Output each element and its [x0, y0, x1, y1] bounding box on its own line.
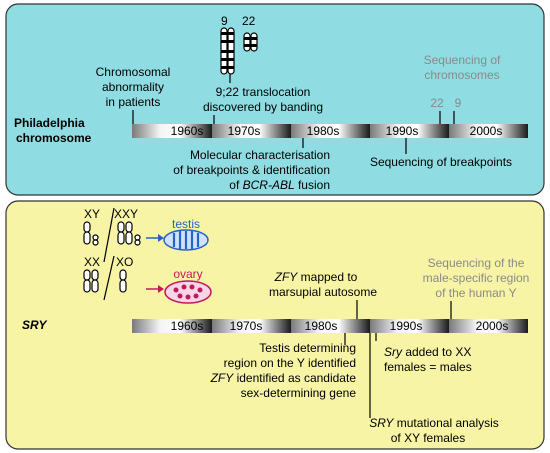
- event-sry-added-2: females = males: [384, 360, 472, 374]
- karyotype-xx: XX: [84, 255, 100, 269]
- xy-chromosomes-icon: [83, 221, 99, 246]
- chromosome-22-icon: [243, 32, 258, 52]
- seq-marker-9: 9: [455, 96, 462, 110]
- arrow-to-testis-icon: [146, 234, 164, 242]
- philadelphia-panel: Philadelphia chromosome 9 22: [5, 3, 545, 196]
- sry-mut-rest: mutational analysis: [393, 416, 498, 430]
- chromosome-9-icon: [220, 27, 235, 75]
- event-sequencing-chromosomes-1: Sequencing of: [424, 53, 501, 67]
- divider-slash: [103, 207, 115, 263]
- event-seq-male-region-1: Sequencing of the: [428, 256, 525, 270]
- sry-added-rest: added to XX: [402, 345, 471, 359]
- event-molecular-char-3: of BCR-ABL fusion: [229, 178, 330, 192]
- decade-label: 1960s: [171, 319, 204, 333]
- event-translocation-1: 9;22 translocation: [216, 85, 311, 99]
- divider-slash: [103, 255, 115, 301]
- decade-label: 1970s: [228, 124, 261, 138]
- ovary-label: ovary: [173, 267, 202, 281]
- decade-label: 2000s: [476, 319, 509, 333]
- event-testis-region-2: region on the Y identified: [224, 356, 356, 370]
- xx-chromosomes-icon: [83, 269, 99, 293]
- karyotype-xo: XO: [116, 255, 133, 269]
- event-seq-breakpoints: Sequencing of breakpoints: [370, 155, 512, 169]
- event-seq-male-region-3: of the human Y: [435, 286, 516, 300]
- sry-added-gene: Sry: [384, 345, 403, 359]
- decade-label: 1980s: [305, 319, 338, 333]
- decade-label: 1960s: [171, 124, 204, 138]
- decade-label: 2000s: [470, 124, 503, 138]
- event-chromosomal-abnormality-3: in patients: [106, 95, 161, 109]
- philadelphia-panel-bg: [5, 3, 545, 196]
- arrow-to-ovary-icon: [146, 285, 164, 293]
- decade-label: 1990s: [386, 124, 419, 138]
- event-translocation-2: discovered by banding: [203, 100, 323, 114]
- decade-label: 1990s: [390, 319, 423, 333]
- sry-mut-gene: SRY: [369, 416, 394, 430]
- sry-side-label: SRY: [22, 318, 47, 332]
- zfy-mapped-rest: mapped to: [297, 270, 357, 284]
- event-chromosomal-abnormality-2: abnormality: [102, 80, 164, 94]
- event-molecular-char-2: of breakpoints & identification: [173, 163, 330, 177]
- timeline-bar-philadelphia: 1960s 1970s 1980s 1990s 2000s: [132, 124, 528, 138]
- event-testis-region-1: Testis determining: [259, 341, 356, 355]
- event-seq-male-region-2: male-specific region: [423, 271, 530, 285]
- bcr-abl-fusion-word: fusion: [295, 178, 330, 192]
- zfy-candidate-rest: identified as candidate: [233, 371, 356, 385]
- ovary-icon: [164, 280, 212, 304]
- karyotype-xy: XY: [84, 207, 100, 221]
- event-sequencing-chromosomes-2: chromosomes: [424, 68, 499, 82]
- zfy-gene: ZFY: [274, 270, 299, 284]
- zfy-candidate-gene: ZFY: [210, 371, 235, 385]
- timeline-bar-sry: 1960s 1970s 1980s 1990s 2000s: [132, 319, 528, 333]
- karyotype-xxy: XXY: [114, 207, 138, 221]
- event-molecular-char-of: of: [229, 178, 240, 192]
- event-sry-mutational-1: SRY mutational analysis: [369, 416, 499, 430]
- testis-icon: [163, 229, 209, 251]
- decade-label: 1980s: [307, 124, 340, 138]
- chromosome-number-9: 9: [221, 14, 228, 28]
- xxy-chromosomes-icon: [117, 221, 141, 246]
- event-sry-added-1: Sry added to XX: [384, 345, 471, 359]
- event-zfy-candidate-1: ZFY identified as candidate: [210, 371, 357, 385]
- philadelphia-side-label-1: Philadelphia: [14, 116, 85, 130]
- event-molecular-char-1: Molecular characterisation: [190, 148, 330, 162]
- bcr-abl-gene: BCR-ABL: [243, 178, 295, 192]
- sry-panel: SRY XY XXY XX XO: [5, 200, 545, 450]
- event-chromosomal-abnormality-1: Chromosomal: [96, 65, 171, 79]
- xo-chromosomes-icon: [119, 269, 127, 293]
- philadelphia-side-label-2: chromosome: [16, 131, 92, 145]
- event-zfy-candidate-2: sex-determining gene: [241, 386, 357, 400]
- chromosome-number-22: 22: [242, 14, 256, 28]
- event-sry-mutational-2: of XY females: [391, 431, 465, 445]
- decade-label: 1970s: [230, 319, 263, 333]
- event-zfy-mapped-2: marsupial autosome: [269, 285, 377, 299]
- seq-marker-22: 22: [430, 96, 444, 110]
- event-zfy-mapped-1: ZFY mapped to: [274, 270, 358, 284]
- testis-label: testis: [172, 217, 200, 231]
